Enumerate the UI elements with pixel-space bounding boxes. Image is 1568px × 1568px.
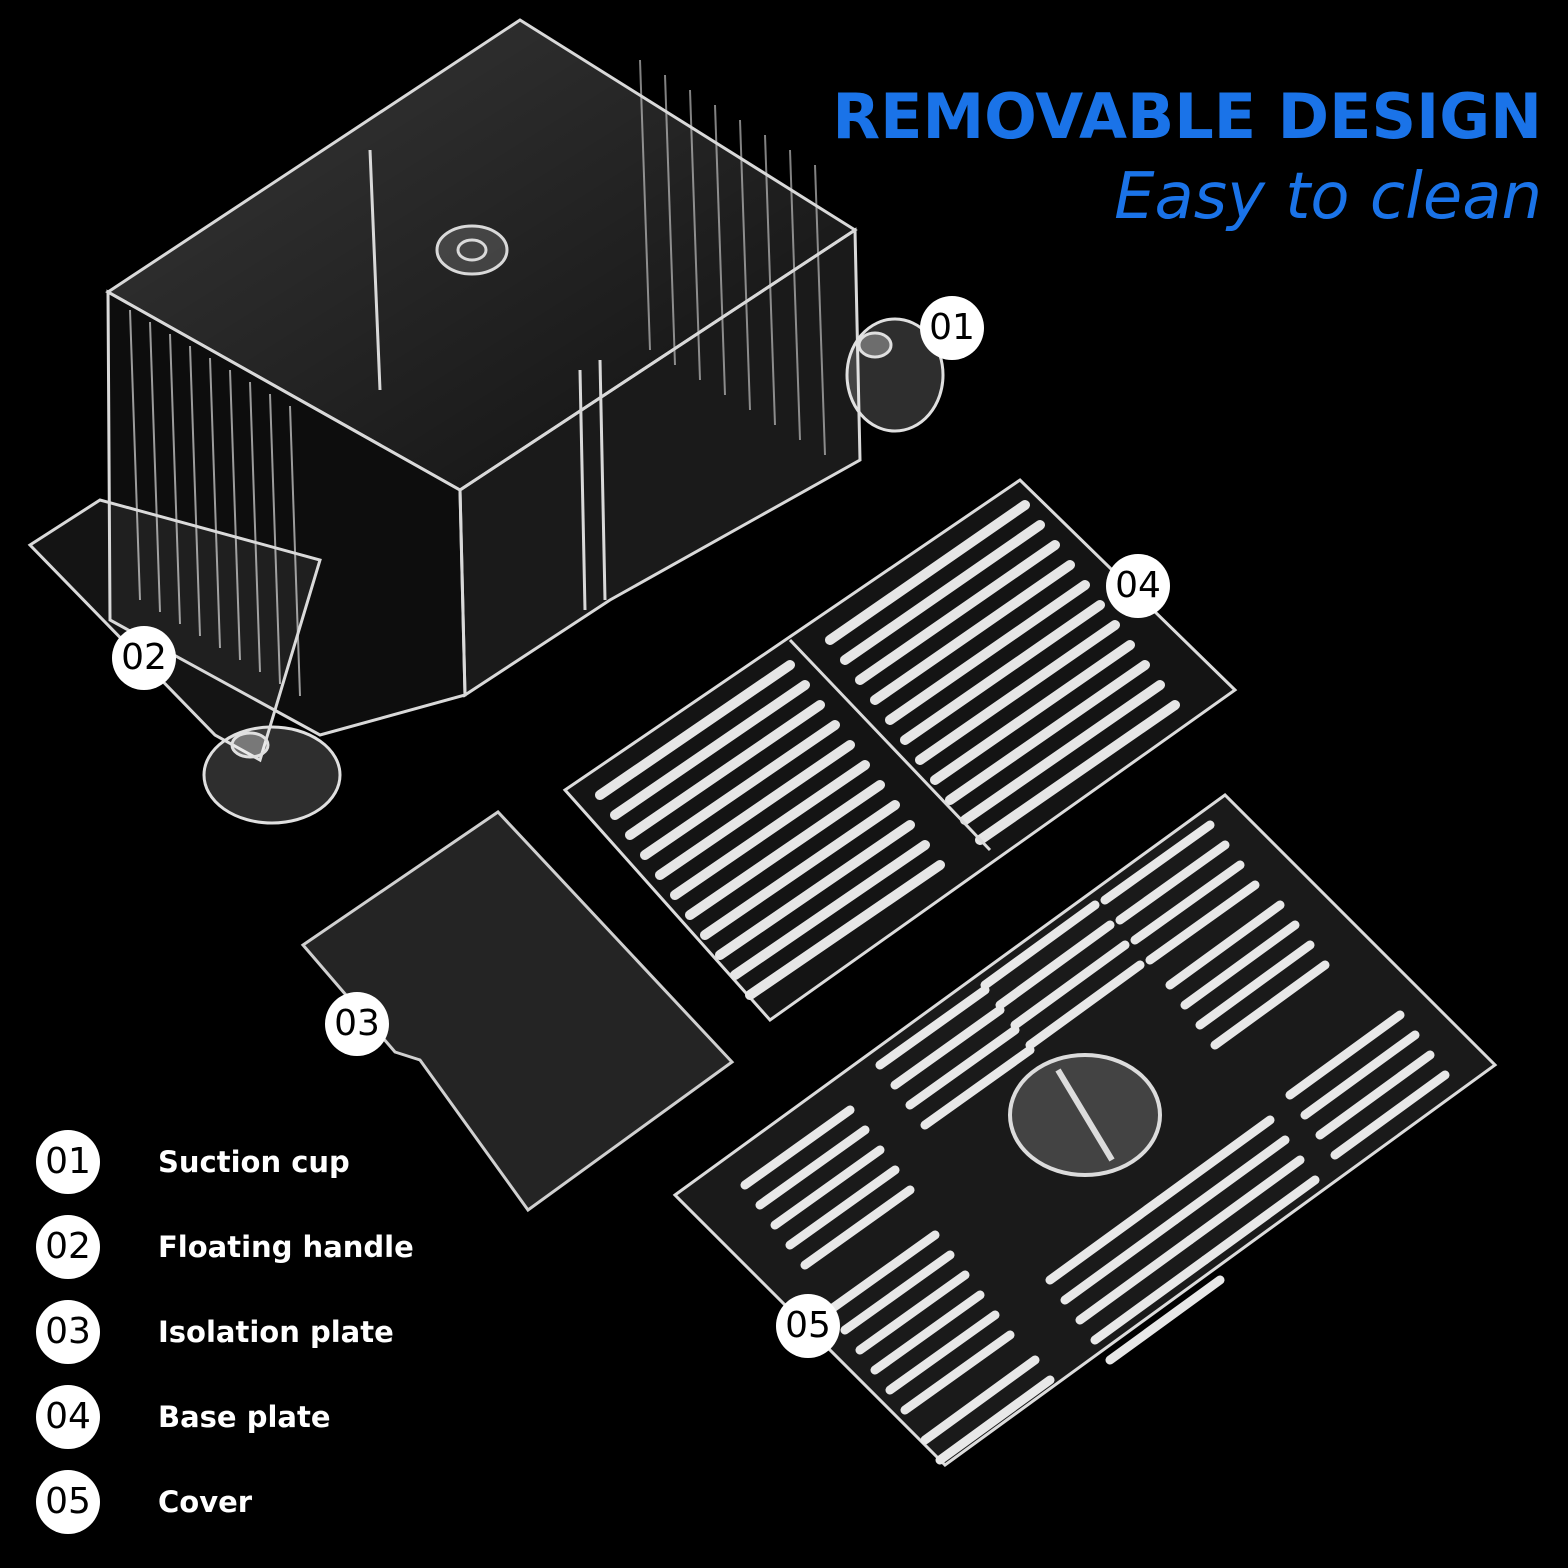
legend-label: Floating handle: [158, 1230, 414, 1264]
callout-badge-02: 02: [112, 626, 176, 690]
callout-badge-04: 04: [1106, 554, 1170, 618]
breeding-box-illustration: [27, 18, 862, 763]
headline: REMOVABLE DESIGN Easy to clean: [832, 78, 1542, 238]
headline-title: REMOVABLE DESIGN: [832, 80, 1542, 153]
legend-number-badge: 01: [36, 1130, 100, 1194]
legend-number-badge: 05: [36, 1470, 100, 1534]
legend-label: Isolation plate: [158, 1315, 394, 1349]
callout-badge-03: 03: [325, 992, 389, 1056]
isolation-plate-illustration: [300, 810, 735, 1213]
legend-label: Base plate: [158, 1400, 331, 1434]
legend-number-badge: 02: [36, 1215, 100, 1279]
callout-badge-01: 01: [920, 296, 984, 360]
suction-cup-icon: [202, 317, 945, 825]
legend-number-badge: 04: [36, 1385, 100, 1449]
callout-badge-05: 05: [776, 1294, 840, 1358]
legend-label: Suction cup: [158, 1145, 350, 1179]
cover-illustration: [672, 793, 1498, 1467]
legend-number-badge: 03: [36, 1300, 100, 1364]
legend-label: Cover: [158, 1485, 253, 1519]
headline-subtitle: Easy to clean: [1114, 160, 1542, 234]
base-plate-illustration: [562, 478, 1238, 1023]
